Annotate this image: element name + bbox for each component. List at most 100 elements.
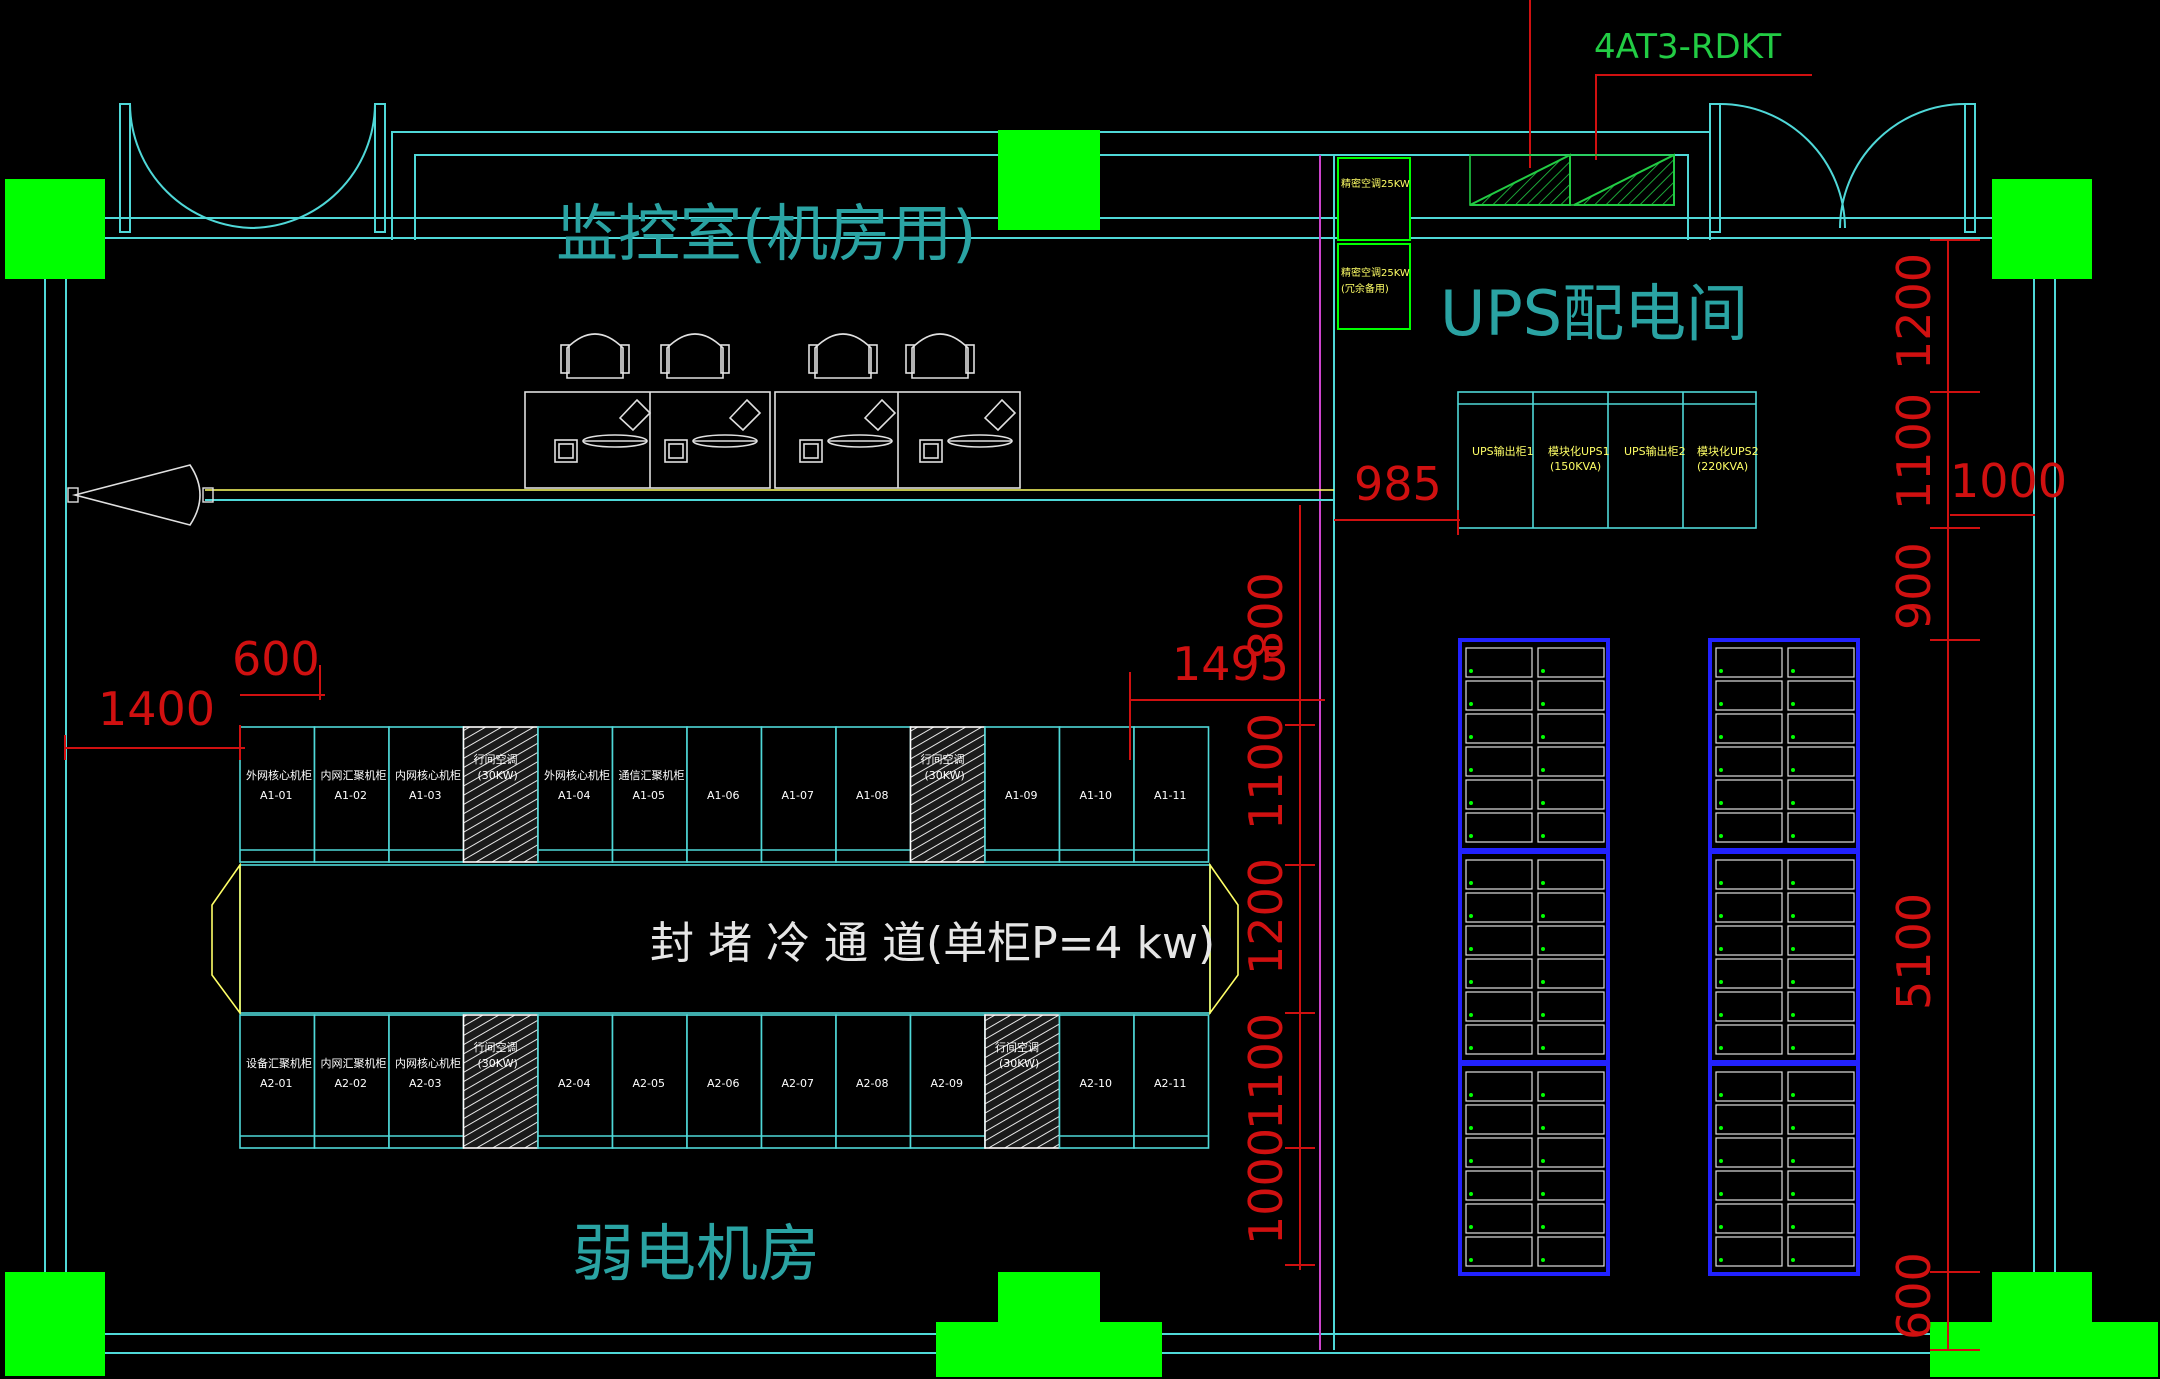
in-row-ac-unit: 行间空调(30KW): [984, 1014, 1061, 1149]
rack-a2-id: A2-02: [335, 1077, 368, 1090]
battery-cell: [1787, 680, 1855, 711]
battery-column: [1458, 638, 1610, 852]
battery-cell: [1787, 1170, 1855, 1201]
rack-a2-id: A2-10: [1080, 1077, 1113, 1090]
rack-a2-id: A2-07: [782, 1077, 815, 1090]
battery-cell: [1465, 1170, 1533, 1201]
precision-ac-2: 精密空调25KW (冗余备用): [1337, 243, 1411, 330]
battery-cell: [1465, 647, 1533, 678]
ups-cabinet-2-label: 模块化UPS1: [1548, 444, 1610, 458]
battery-cell: [1537, 958, 1605, 989]
ups-cabinet-1-label: UPS输出柜1: [1472, 444, 1534, 458]
battery-cell: [1465, 925, 1533, 956]
office-chair: [660, 333, 730, 379]
dim-r1100: 1100: [1887, 393, 1941, 510]
rack-cabinet: A1-09: [984, 726, 1061, 863]
battery-cell: [1465, 958, 1533, 989]
cold-aisle: 封 堵 冷 通 道(单柜P=4 kw): [211, 862, 1239, 1016]
dim-1000a: 1000: [1239, 1128, 1293, 1245]
rack-a1-id: A1-10: [1080, 789, 1113, 802]
rack-a2-id: A2-03: [409, 1077, 442, 1090]
rack-cabinet: A1-06: [686, 726, 763, 863]
rack-cabinet: A1-08: [835, 726, 912, 863]
rack-cabinet: 通信汇聚机柜 A1-05: [611, 726, 688, 863]
battery-cell: [1537, 713, 1605, 744]
battery-cell: [1465, 779, 1533, 810]
battery-cell: [1715, 892, 1783, 923]
office-chair: [905, 333, 975, 379]
battery-cell: [1537, 746, 1605, 777]
battery-column: [1458, 850, 1610, 1064]
room-label-ups: UPS配电间: [1440, 277, 1748, 350]
dim-1100a: 1100: [1239, 713, 1293, 830]
dim-800: 800: [1239, 572, 1293, 660]
battery-cell: [1465, 1104, 1533, 1135]
rack-a2-name: 内网汇聚机柜: [321, 1056, 387, 1070]
rack-a1-name: 外网核心机柜: [246, 768, 312, 782]
battery-cell: [1537, 991, 1605, 1022]
ac-power: (30KW): [478, 1057, 518, 1070]
ups-cabinet-2-capacity: (150KVA): [1550, 460, 1601, 473]
chairs: [560, 333, 975, 379]
rack-a1-name: 通信汇聚机柜: [619, 768, 685, 782]
rack-row-a1: 外网核心机柜A1-01内网汇聚机柜A1-02内网核心机柜A1-03行间空调(30…: [239, 726, 1210, 863]
battery-cell: [1537, 647, 1605, 678]
battery-cell: [1787, 1071, 1855, 1102]
precision-ac-2-note: (冗余备用): [1341, 282, 1389, 295]
battery-cell: [1465, 1071, 1533, 1102]
rack-a1-name: 内网汇聚机柜: [321, 768, 387, 782]
battery-cell: [1537, 779, 1605, 810]
rack-cabinet: A2-07: [760, 1014, 837, 1149]
office-chair: [560, 333, 630, 379]
ups-partition: [205, 155, 1335, 1350]
battery-cell: [1787, 812, 1855, 843]
rack-a1-id: A1-07: [782, 789, 815, 802]
rack-a2-id: A2-04: [558, 1077, 591, 1090]
dim-r600: 600: [1887, 1252, 1941, 1340]
rack-a2-name: 内网核心机柜: [395, 1056, 461, 1070]
dim-985: 985: [1354, 457, 1442, 511]
rack-a2-id: A2-08: [856, 1077, 889, 1090]
rack-cabinet: A1-07: [760, 726, 837, 863]
battery-cell: [1537, 1236, 1605, 1267]
dim-1100b: 1100: [1239, 1013, 1293, 1130]
ups-cabinet-4-label: 模块化UPS2: [1697, 444, 1759, 458]
rack-a2-id: A2-06: [707, 1077, 740, 1090]
ups-cabinet-group: UPS输出柜1 模块化UPS1 (150KVA) UPS输出柜2 模块化UPS2…: [1457, 391, 1759, 529]
ups-cabinet-4-capacity: (220KVA): [1697, 460, 1748, 473]
battery-racks: [1458, 638, 1860, 1276]
rack-a2-id: A2-05: [633, 1077, 666, 1090]
rack-a2-id: A2-11: [1154, 1077, 1187, 1090]
battery-cell: [1787, 779, 1855, 810]
rack-a2-id: A2-01: [260, 1077, 293, 1090]
battery-column: [1708, 850, 1860, 1064]
battery-cell: [1537, 1024, 1605, 1055]
rack-row-a2: 设备汇聚机柜A2-01内网汇聚机柜A2-02内网核心机柜A2-03行间空调(30…: [239, 1014, 1210, 1149]
battery-cell: [1715, 1024, 1783, 1055]
rack-a1-id: A1-05: [633, 789, 666, 802]
battery-cell: [1715, 713, 1783, 744]
battery-cell: [1465, 812, 1533, 843]
wall-cone: [67, 464, 214, 526]
workstation-equipment: [799, 398, 897, 463]
battery-cell: [1537, 859, 1605, 890]
in-row-ac-unit: 行间空调(30KW): [909, 726, 986, 863]
battery-column: [1458, 1062, 1610, 1276]
battery-cell: [1787, 713, 1855, 744]
battery-column: [1708, 1062, 1860, 1276]
ac-name: 行间空调: [474, 1040, 518, 1054]
dim-1400: 1400: [98, 682, 215, 736]
battery-cell: [1465, 1203, 1533, 1234]
battery-cell: [1537, 1137, 1605, 1168]
battery-cell: [1715, 647, 1783, 678]
battery-cell: [1715, 1170, 1783, 1201]
rack-cabinet: 内网汇聚机柜 A2-02: [313, 1014, 390, 1149]
battery-cell: [1465, 991, 1533, 1022]
ac-name: 行间空调: [995, 1040, 1039, 1054]
battery-cell: [1787, 892, 1855, 923]
battery-cell: [1465, 680, 1533, 711]
monitor-desk: [524, 391, 1021, 489]
rack-cabinet: A1-10: [1058, 726, 1135, 863]
